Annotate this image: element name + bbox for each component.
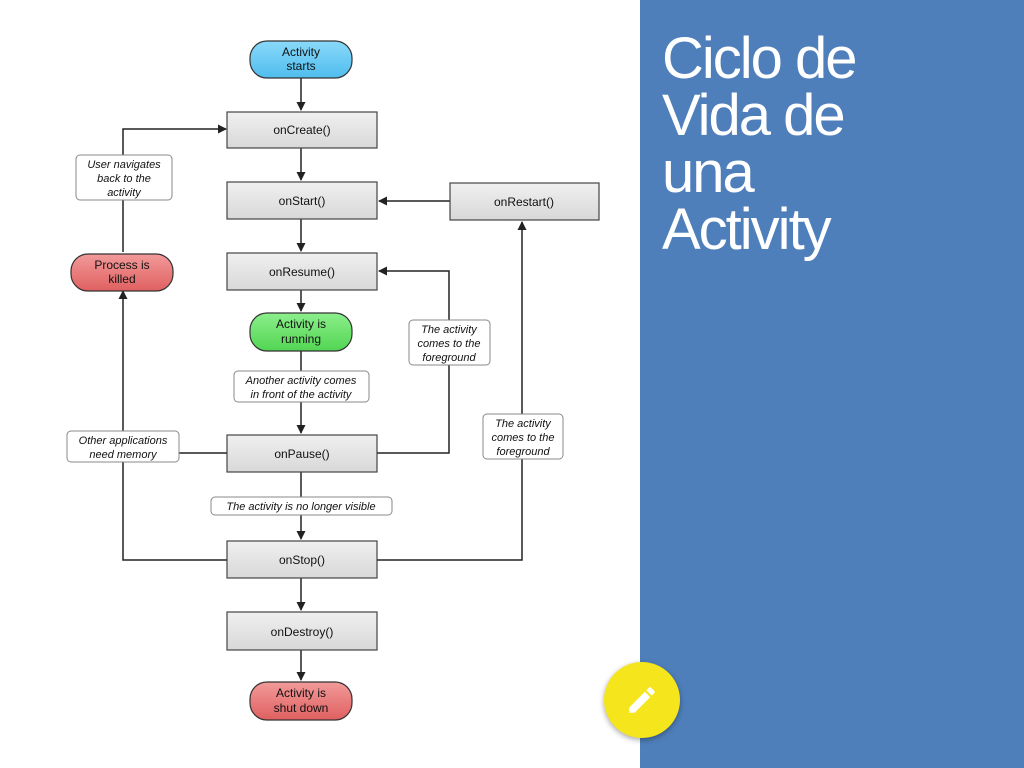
node-onresume: onResume() <box>226 252 378 291</box>
title-line: Vida de <box>662 83 846 148</box>
title-panel: Ciclo de Vida de una Activity <box>640 0 1024 768</box>
node-label: starts <box>286 59 315 73</box>
node-onpause: onPause() <box>226 434 378 473</box>
slide-title: Ciclo de Vida de una Activity <box>662 26 1002 262</box>
pencil-icon <box>629 687 655 713</box>
note-line: need memory <box>89 449 158 461</box>
node-label: shut down <box>274 701 329 715</box>
title-line: Ciclo de <box>662 26 858 91</box>
node-label: onStop() <box>279 553 325 567</box>
note-user-navigates: User navigates back to the activity <box>75 154 173 201</box>
node-oncreate: onCreate() <box>226 111 378 149</box>
note-line: back to the <box>97 173 151 185</box>
node-onstart: onStart() <box>226 181 378 220</box>
node-activity-running: Activity is running <box>249 312 353 352</box>
arrow-killed-to-oncreate <box>122 124 227 252</box>
arrow-onstop-to-onrestart <box>377 221 527 561</box>
note-line: foreground <box>422 352 476 364</box>
title-line: Activity <box>662 197 832 262</box>
node-label: running <box>281 332 321 346</box>
note-line: comes to the <box>492 432 555 444</box>
node-onrestart: onRestart() <box>449 182 600 221</box>
node-activity-shut-down: Activity is shut down <box>249 681 353 721</box>
note-other-applications: Other applications need memory <box>66 430 180 463</box>
node-activity-starts: Activity starts <box>249 40 353 79</box>
node-label: onStart() <box>279 194 326 208</box>
note-no-longer-visible: The activity is no longer visible <box>210 496 393 516</box>
node-label: Activity <box>282 45 320 59</box>
node-label: onResume() <box>269 265 335 279</box>
node-ondestroy: onDestroy() <box>226 611 378 651</box>
node-onstop: onStop() <box>226 540 378 579</box>
node-label: onPause() <box>274 447 329 461</box>
note-another-activity: Another activity comes in front of the a… <box>233 370 370 403</box>
arrow-onstop-to-killed <box>118 290 227 561</box>
node-label: onDestroy() <box>271 625 334 639</box>
activity-lifecycle-diagram: Activity starts onCreate() onStart() onR… <box>66 40 600 721</box>
node-label: Activity is <box>276 686 326 700</box>
note-line: User navigates <box>87 159 161 171</box>
edit-button[interactable] <box>604 662 680 738</box>
node-label: Process is <box>94 258 149 272</box>
node-label: onCreate() <box>273 123 330 137</box>
note-line: foreground <box>496 446 550 458</box>
note-line: The activity <box>421 324 478 336</box>
title-line: una <box>662 140 755 205</box>
note-line: The activity is no longer visible <box>226 501 375 513</box>
note-line: The activity <box>495 418 552 430</box>
note-line: activity <box>107 187 142 199</box>
note-line: Other applications <box>79 435 168 447</box>
note-comes-to-foreground-2: The activity comes to the foreground <box>482 413 564 460</box>
node-label: killed <box>108 272 135 286</box>
node-label: Activity is <box>276 317 326 331</box>
note-line: comes to the <box>418 338 481 350</box>
note-comes-to-foreground-1: The activity comes to the foreground <box>408 319 491 366</box>
node-label: onRestart() <box>494 195 554 209</box>
note-line: in front of the activity <box>251 389 353 401</box>
note-line: Another activity comes <box>245 375 357 387</box>
node-process-killed: Process is killed <box>70 253 174 292</box>
